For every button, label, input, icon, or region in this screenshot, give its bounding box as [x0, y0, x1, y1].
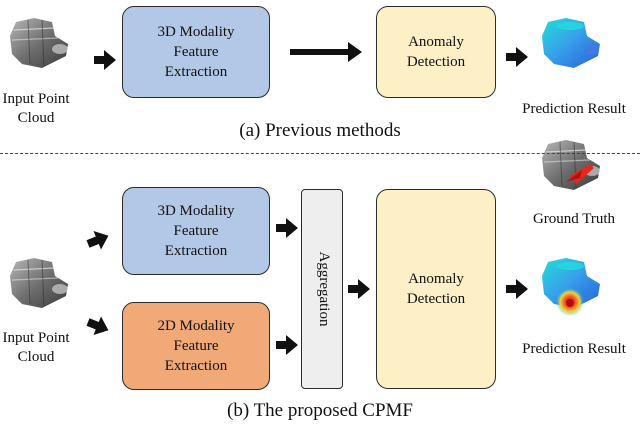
panel-a-anomaly-detection-box: Anomaly Detection — [376, 6, 496, 98]
arrow-icon — [506, 279, 528, 299]
panel-b-ground-truth-label: Ground Truth — [532, 211, 616, 227]
arrow-icon — [290, 42, 362, 62]
panel-b-2d-feature-extraction-box: 2D Modality Feature Extraction — [122, 302, 270, 390]
panel-b-aggregation-label: Aggregation — [316, 251, 332, 327]
point-cloud-object-icon — [9, 257, 69, 309]
panel-b-input-label: Input Point Cloud — [2, 330, 70, 365]
panel-a-caption: (a) Previous methods — [239, 120, 401, 141]
arrow-icon — [276, 218, 298, 238]
arrow-icon — [84, 312, 113, 340]
panel-b-aggregation-box — [301, 189, 343, 389]
panel-divider — [0, 153, 640, 154]
prediction-heatmap-icon — [542, 18, 600, 68]
panel-b-prediction-label: Prediction Result — [522, 341, 626, 357]
panel-a-input-label: Input Point Cloud — [2, 91, 70, 126]
ground-truth-object-icon — [541, 139, 601, 191]
panel-b-anomaly-detection-box: Anomaly Detection — [376, 189, 496, 389]
panel-a-prediction-label: Prediction Result — [522, 101, 626, 117]
point-cloud-object-icon — [9, 17, 69, 69]
panel-a-3d-feature-extraction-box: 3D Modality Feature Extraction — [122, 6, 270, 98]
prediction-heatmap-icon — [542, 258, 600, 316]
panel-b-3d-feature-extraction-box: 3D Modality Feature Extraction — [122, 187, 270, 275]
arrow-icon — [506, 47, 528, 67]
arrow-icon — [94, 50, 116, 70]
panel-b-caption: (b) The proposed CPMF — [227, 400, 413, 421]
arrow-icon — [276, 335, 298, 355]
arrow-icon — [348, 279, 370, 299]
arrow-icon — [84, 226, 113, 254]
